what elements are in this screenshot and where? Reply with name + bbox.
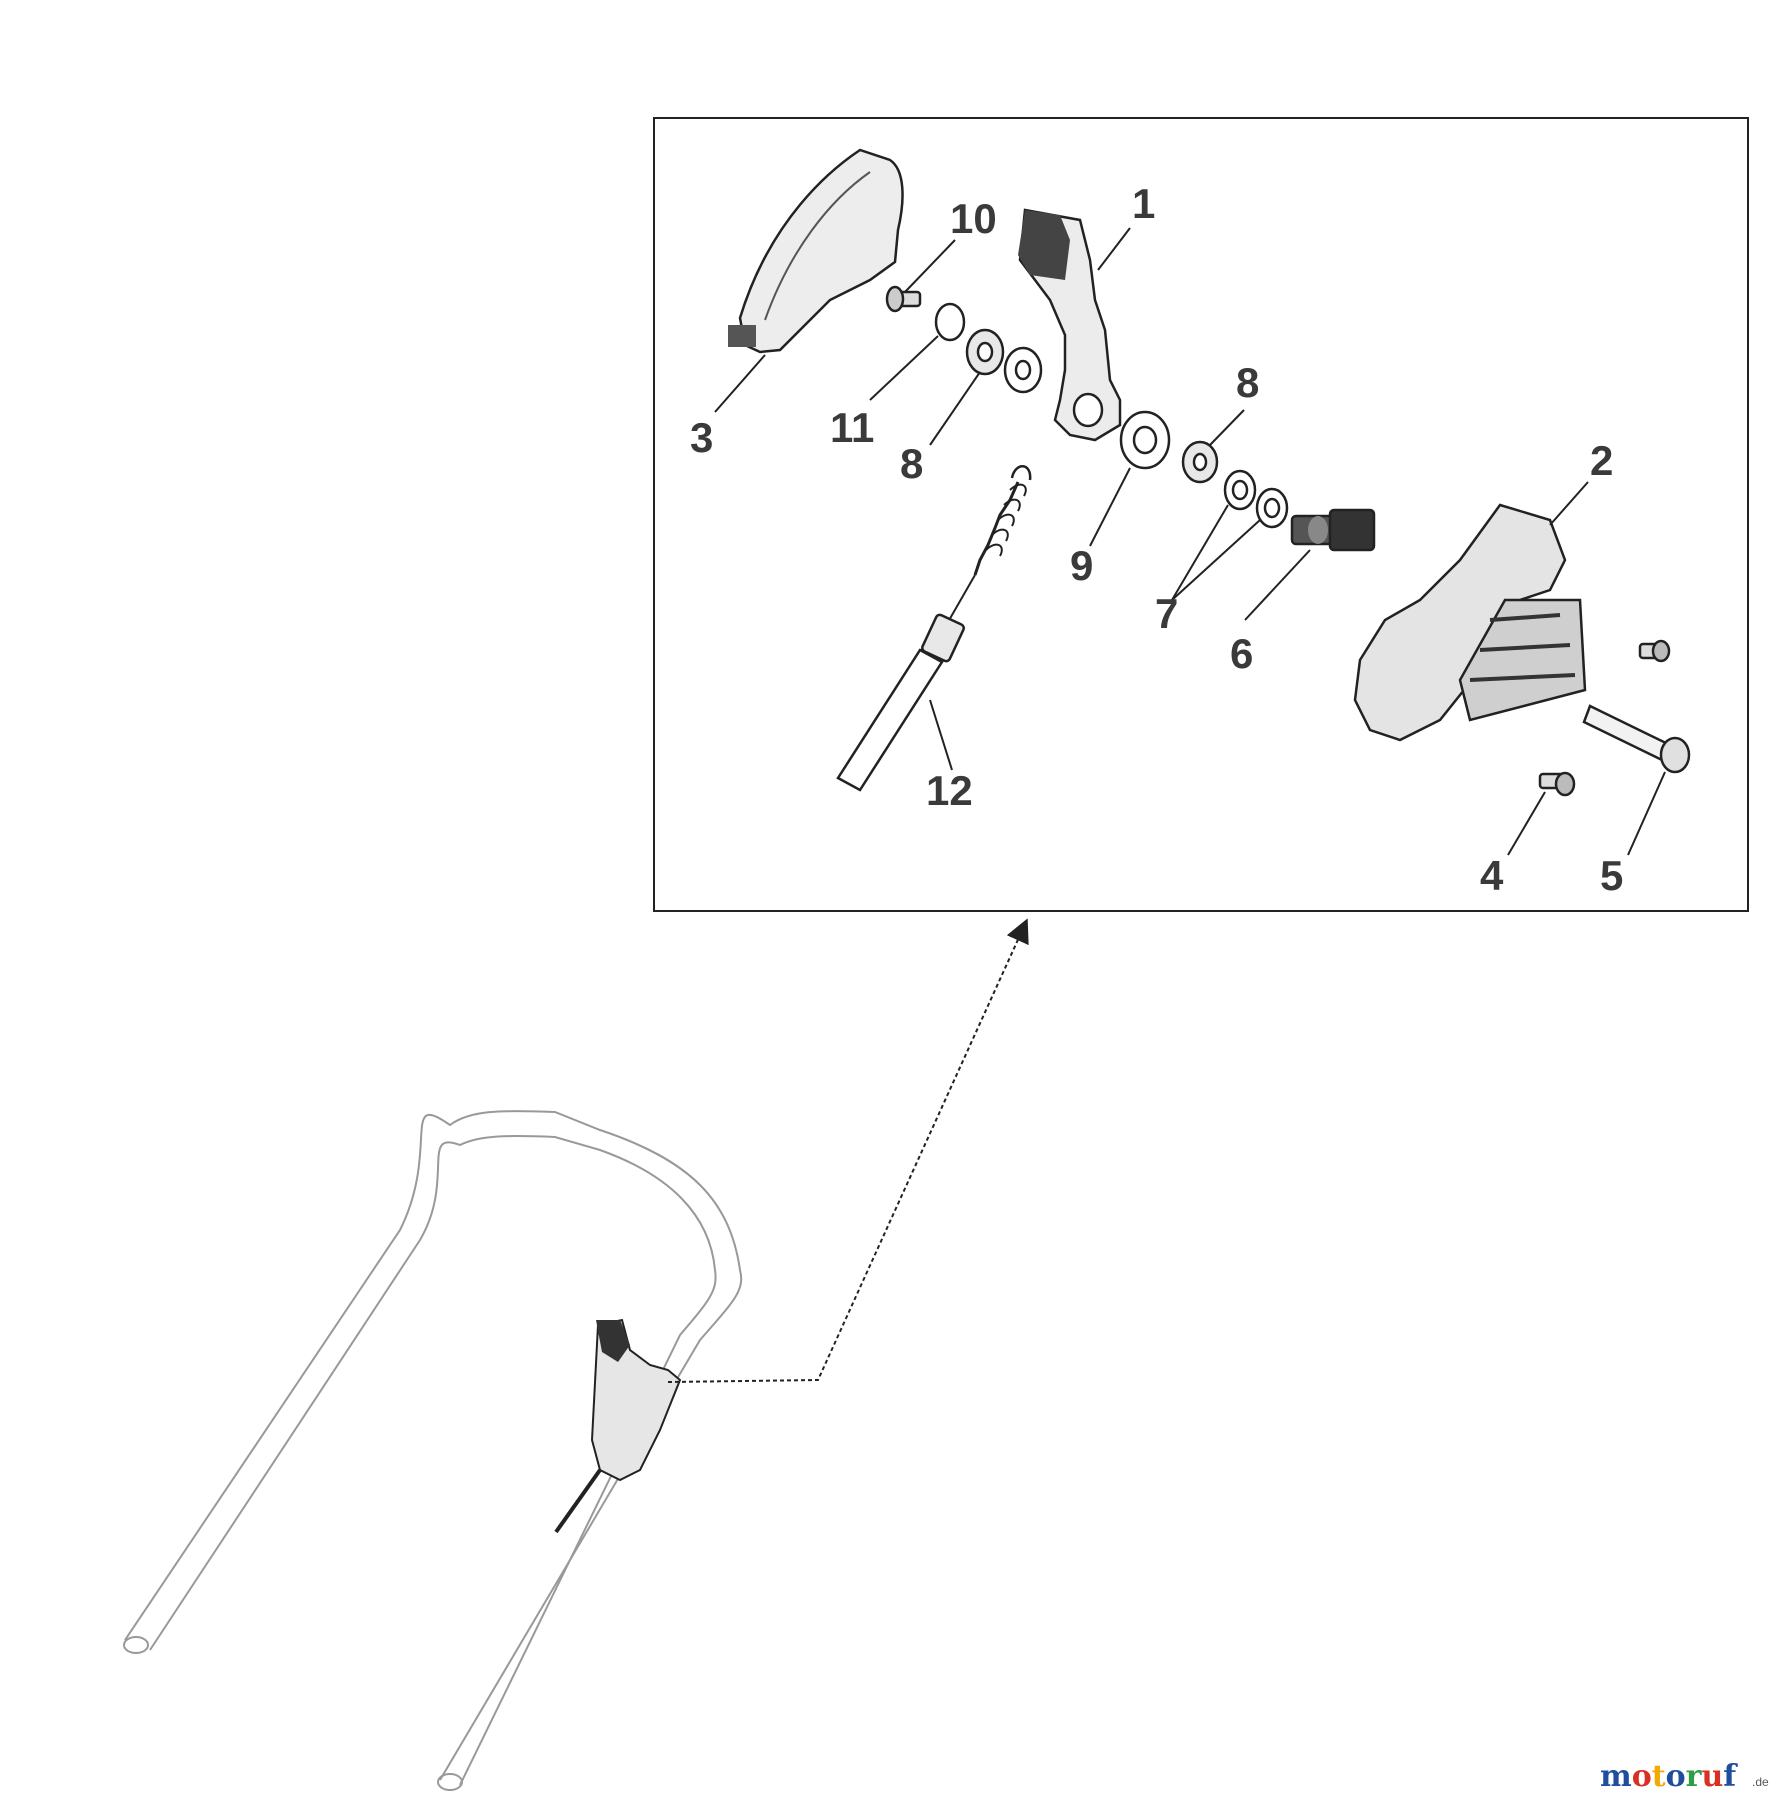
handlebar xyxy=(123,1110,743,1791)
callout-6: 6 xyxy=(1230,630,1253,677)
watermark-logo: motoruf .de xyxy=(1600,1759,1769,1794)
part-washers-7 xyxy=(1223,469,1289,529)
part-screw-top xyxy=(885,285,922,313)
callout-5: 5 xyxy=(1600,852,1623,899)
part-bushing xyxy=(1290,508,1376,552)
callouts: 1 2 3 4 5 6 7 8 8 9 10 11 12 xyxy=(690,180,1623,899)
watermark-letter: f xyxy=(1723,1759,1738,1794)
watermark-letter: o xyxy=(1632,1759,1652,1794)
callout-3: 3 xyxy=(690,414,713,461)
callout-10: 10 xyxy=(950,195,997,242)
svg-text:motoruf: motoruf xyxy=(1600,1759,1738,1794)
watermark-letter: o xyxy=(1666,1759,1686,1794)
callout-4: 4 xyxy=(1480,852,1504,899)
watermark-letter: m xyxy=(1600,1759,1632,1794)
part-housing-right xyxy=(1353,503,1587,742)
part-washer-8-left xyxy=(965,328,1005,376)
part-housing-left xyxy=(728,148,904,354)
callout-2: 2 xyxy=(1590,437,1613,484)
watermark-letter: r xyxy=(1686,1759,1703,1794)
part-cable xyxy=(836,465,1032,792)
callout-7: 7 xyxy=(1155,590,1178,637)
part-screw-right-upper xyxy=(1638,639,1671,663)
assembled-lever xyxy=(554,1318,682,1534)
callout-1: 1 xyxy=(1132,180,1155,227)
callout-8-right: 8 xyxy=(1236,359,1259,406)
callout-9: 9 xyxy=(1070,542,1093,589)
part-lever xyxy=(1018,208,1122,442)
leader-arrow xyxy=(667,918,1029,1383)
watermark-letter: u xyxy=(1701,1759,1723,1794)
part-washer-11 xyxy=(934,302,966,342)
svg-text:.de: .de xyxy=(1752,1775,1769,1789)
leader-lines xyxy=(714,227,1666,856)
part-bolt-5 xyxy=(1582,704,1691,774)
detail-frame xyxy=(653,117,1749,912)
callout-8-left: 8 xyxy=(900,440,923,487)
part-screw-4 xyxy=(1538,771,1576,797)
callout-11: 11 xyxy=(830,404,874,451)
part-washer-8-right xyxy=(1181,440,1219,484)
callout-12: 12 xyxy=(926,767,973,814)
watermark-letter: t xyxy=(1652,1759,1666,1794)
